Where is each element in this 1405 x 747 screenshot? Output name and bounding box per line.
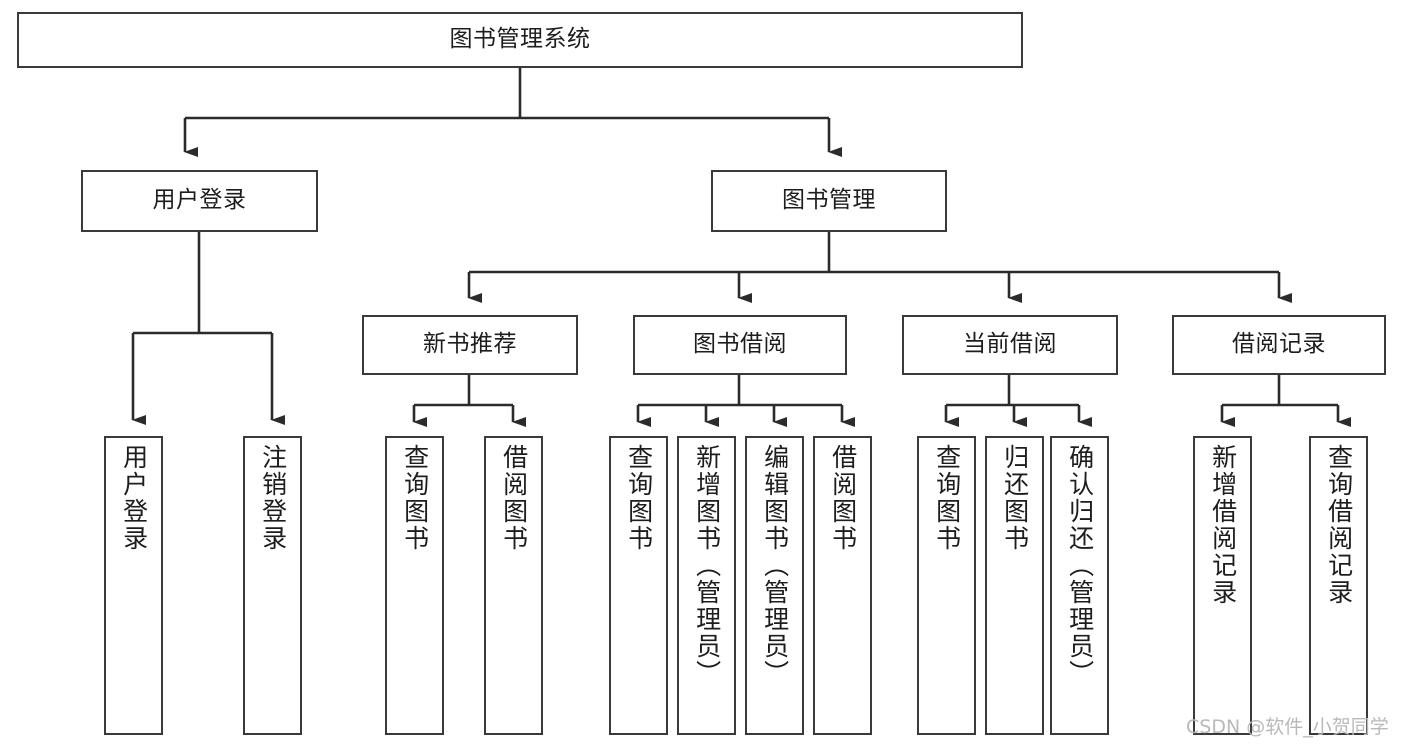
node-leaf-query-book-current-label: 查询图书 <box>932 444 962 552</box>
node-book-borrow[interactable]: 图书借阅 <box>633 315 847 375</box>
node-new-book-recommend[interactable]: 新书推荐 <box>362 315 578 375</box>
node-current-borrow[interactable]: 当前借阅 <box>902 315 1118 375</box>
node-leaf-user-logout-label: 注销登录 <box>258 444 288 552</box>
node-leaf-query-book-rec-label: 查询图书 <box>400 444 430 552</box>
node-leaf-add-record-label: 新增借阅记录 <box>1208 444 1238 606</box>
node-leaf-query-record[interactable]: 查询借阅记录 <box>1309 436 1368 735</box>
node-leaf-query-book-borrow[interactable]: 查询图书 <box>609 436 668 735</box>
node-leaf-add-book-label: 新增图书（管理员） <box>692 444 722 687</box>
node-leaf-query-book-borrow-label: 查询图书 <box>624 444 654 552</box>
node-book-borrow-label: 图书借阅 <box>693 331 787 358</box>
node-new-book-recommend-label: 新书推荐 <box>423 331 517 358</box>
node-leaf-confirm-return[interactable]: 确认归还（管理员） <box>1050 436 1109 735</box>
node-leaf-return-book[interactable]: 归还图书 <box>985 436 1044 735</box>
node-leaf-add-record[interactable]: 新增借阅记录 <box>1193 436 1252 735</box>
node-leaf-add-book[interactable]: 新增图书（管理员） <box>677 436 736 735</box>
node-leaf-user-login[interactable]: 用户登录 <box>104 436 163 735</box>
node-leaf-query-book-current[interactable]: 查询图书 <box>917 436 976 735</box>
csdn-watermark: CSDN @软件_小贺同学 <box>1186 716 1389 738</box>
node-leaf-edit-book[interactable]: 编辑图书（管理员） <box>745 436 804 735</box>
node-user-login-label: 用户登录 <box>152 187 247 214</box>
node-leaf-return-book-label: 归还图书 <box>1000 444 1030 552</box>
node-current-borrow-label: 当前借阅 <box>963 331 1057 358</box>
node-root[interactable]: 图书管理系统 <box>17 12 1023 68</box>
node-leaf-query-book-rec[interactable]: 查询图书 <box>385 436 444 735</box>
node-borrow-record[interactable]: 借阅记录 <box>1172 315 1386 375</box>
node-leaf-borrow-book-rec-label: 借阅图书 <box>499 444 529 552</box>
node-leaf-user-login-label: 用户登录 <box>119 444 149 552</box>
node-root-label: 图书管理系统 <box>449 26 591 53</box>
node-user-login[interactable]: 用户登录 <box>81 170 318 232</box>
node-leaf-confirm-return-label: 确认归还（管理员） <box>1065 444 1095 687</box>
node-leaf-borrow-book-label: 借阅图书 <box>828 444 858 552</box>
node-book-management[interactable]: 图书管理 <box>711 170 947 232</box>
node-leaf-edit-book-label: 编辑图书（管理员） <box>760 444 790 687</box>
node-leaf-borrow-book[interactable]: 借阅图书 <box>813 436 872 735</box>
node-book-management-label: 图书管理 <box>782 187 876 214</box>
node-borrow-record-label: 借阅记录 <box>1232 331 1326 358</box>
node-leaf-query-record-label: 查询借阅记录 <box>1324 444 1354 606</box>
node-leaf-user-logout[interactable]: 注销登录 <box>243 436 302 735</box>
node-leaf-borrow-book-rec[interactable]: 借阅图书 <box>484 436 543 735</box>
